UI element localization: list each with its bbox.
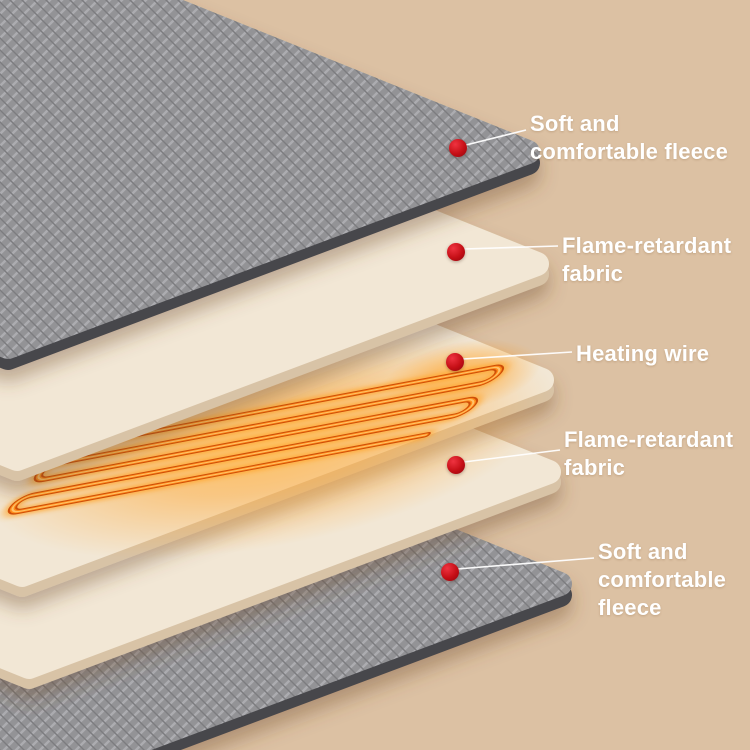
callout-label-fleece-top: Soft and comfortable fleece xyxy=(530,111,729,164)
callout-dot-fleece-top xyxy=(449,139,467,157)
callout-dot-fabric-upper xyxy=(447,243,465,261)
callout-dot-heating-wire xyxy=(446,353,464,371)
callout-label-fleece-bottom: Soft and comfortable fleece xyxy=(598,539,727,620)
callout-label-heating-wire: Heating wire xyxy=(576,341,710,366)
callout-dot-fabric-lower xyxy=(447,456,465,474)
callout-dot-fleece-bottom xyxy=(441,563,459,581)
callout-label-fabric-lower: Flame-retardant fabric xyxy=(564,427,734,480)
callout-label-fabric-upper: Flame-retardant fabric xyxy=(562,233,732,286)
